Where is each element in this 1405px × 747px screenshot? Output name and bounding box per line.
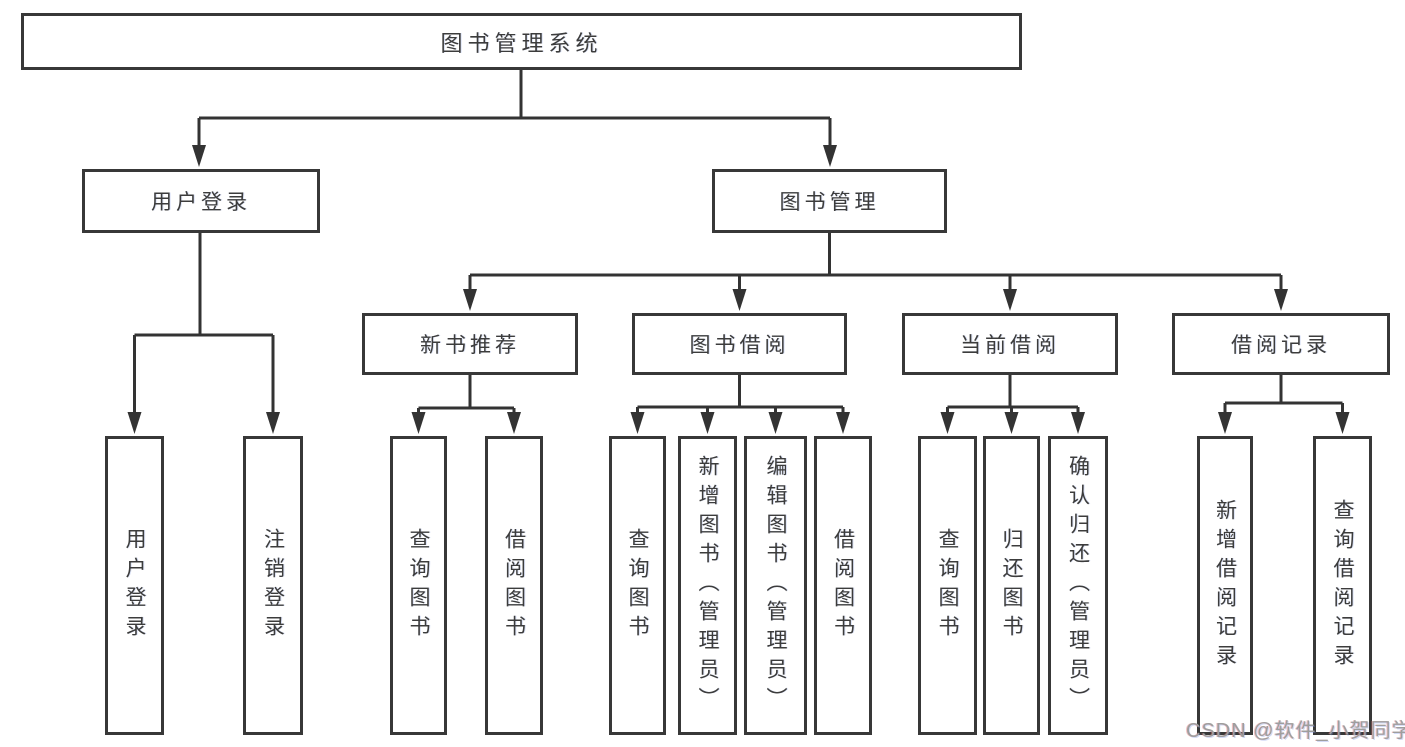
node-label: 图书借阅 xyxy=(689,334,790,357)
node-label: 图书管理系统 xyxy=(440,30,603,56)
leaf-label: 查询图书 xyxy=(407,527,430,644)
leaf-edit-books-admin: 编辑图书（管理员） xyxy=(744,436,807,735)
leaf-label: 查询图书 xyxy=(626,527,649,644)
leaf-user-login: 用户登录 xyxy=(105,436,164,735)
leaf-label: 注销登录 xyxy=(261,527,285,644)
leaf-borrow-books-recommend: 借阅图书 xyxy=(485,436,543,735)
node-user-login: 用户登录 xyxy=(82,169,320,233)
leaf-query-borrow-record: 查询借阅记录 xyxy=(1313,436,1372,735)
node-label: 借阅记录 xyxy=(1231,334,1331,357)
leaf-label: 新增借阅记录 xyxy=(1213,498,1237,673)
leaf-label: 借阅图书 xyxy=(831,527,855,644)
leaf-query-books-borrow: 查询图书 xyxy=(609,436,666,735)
leaf-label: 借阅图书 xyxy=(502,527,526,644)
leaf-label: 确认归还（管理员） xyxy=(1066,455,1090,716)
node-label: 用户登录 xyxy=(151,191,251,214)
node-borrowing-records: 借阅记录 xyxy=(1172,313,1390,375)
node-label: 新书推荐 xyxy=(420,334,520,357)
leaf-label: 归还图书 xyxy=(1000,527,1023,644)
leaf-query-books-recommend: 查询图书 xyxy=(390,436,447,735)
leaf-query-books-current: 查询图书 xyxy=(918,436,977,735)
node-library-management-system: 图书管理系统 xyxy=(21,13,1022,70)
node-label: 图书管理 xyxy=(779,191,880,214)
leaf-add-borrow-record: 新增借阅记录 xyxy=(1197,436,1253,735)
leaf-logout: 注销登录 xyxy=(243,436,303,735)
leaf-label: 查询借阅记录 xyxy=(1331,498,1354,673)
node-new-book-recommendation: 新书推荐 xyxy=(362,313,578,375)
leaf-borrow-books: 借阅图书 xyxy=(814,436,872,735)
csdn-watermark: CSDN @软件_小贺同学 xyxy=(1186,720,1405,742)
leaf-label: 编辑图书（管理员） xyxy=(764,455,787,716)
leaf-label: 查询图书 xyxy=(936,527,959,644)
leaf-label: 用户登录 xyxy=(123,527,146,644)
node-current-borrowing: 当前借阅 xyxy=(902,313,1118,375)
leaf-confirm-return-admin: 确认归还（管理员） xyxy=(1048,436,1108,735)
node-book-management: 图书管理 xyxy=(712,169,947,233)
node-label: 当前借阅 xyxy=(960,334,1060,357)
node-book-borrowing: 图书借阅 xyxy=(632,313,847,375)
leaf-label: 新增图书（管理员） xyxy=(696,455,719,716)
leaf-add-books-admin: 新增图书（管理员） xyxy=(678,436,737,735)
leaf-return-books: 归还图书 xyxy=(983,436,1040,735)
